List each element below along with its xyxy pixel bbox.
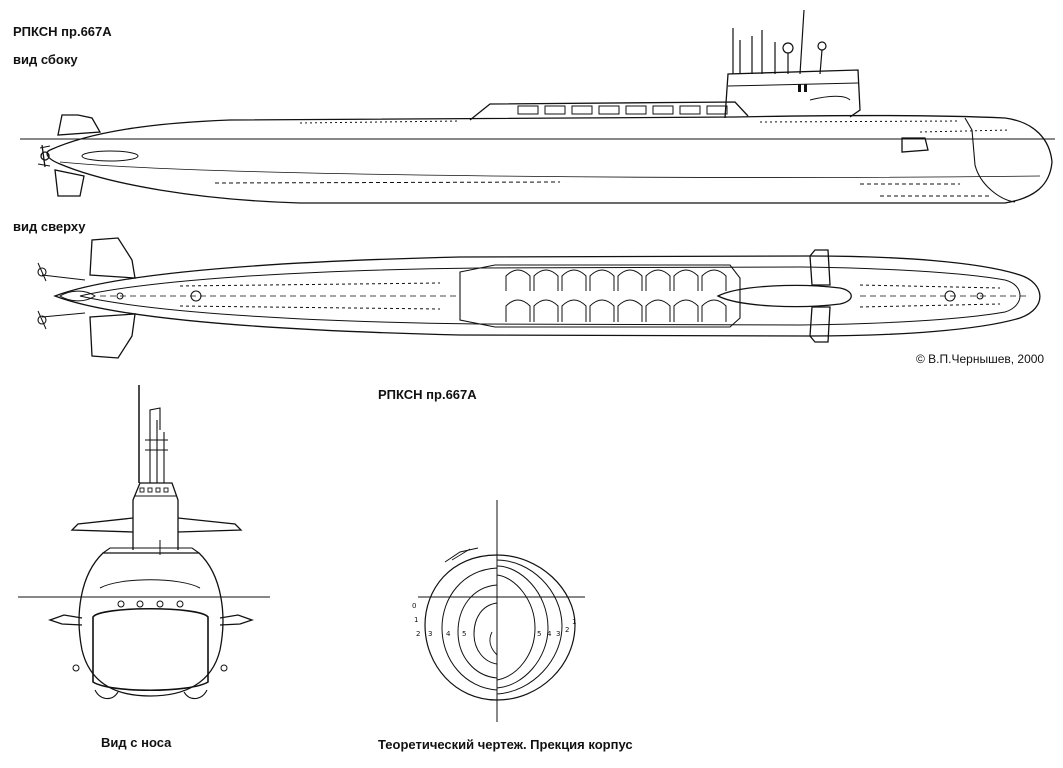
station-mark: 3 — [556, 630, 560, 638]
bow-hull-outline — [78, 552, 224, 697]
copyright-notice: © В.П.Чернышев, 2000 — [916, 352, 1045, 366]
side-view-label: вид сбоку — [13, 52, 78, 67]
missile-hatch-1 — [517, 105, 539, 115]
upper-stern-fin — [57, 114, 102, 136]
missile-hatch-5 — [625, 105, 647, 115]
missile-deck-casing — [469, 101, 749, 121]
bow-hydroplane-left — [48, 614, 83, 626]
side-hull-outline — [46, 114, 1053, 204]
fairwater-plane-starboard — [809, 306, 831, 343]
sail-plane-left — [70, 517, 134, 533]
missile-hatch-7 — [679, 105, 701, 115]
bow-plane — [901, 137, 929, 153]
bow-sail-outline — [132, 482, 179, 550]
fairwater-plane-port — [809, 249, 831, 286]
sail-plan — [716, 284, 852, 308]
station-mark: 1 — [414, 616, 418, 624]
propellers-plan — [37, 262, 86, 330]
bow-view-drawing — [18, 385, 270, 700]
drawing-title-middle: РПКСН пр.667А — [378, 387, 477, 402]
bow-view-label: Вид с носа — [101, 735, 172, 750]
station-marks-right: 5 4 3 2 1 — [537, 618, 576, 638]
sail-plane-right — [177, 517, 243, 533]
missile-hatch-4 — [598, 105, 620, 115]
stern-fin-port — [89, 237, 136, 279]
missile-hatch-6 — [652, 105, 674, 115]
propeller-hub — [40, 151, 50, 161]
bow-portholes — [117, 600, 184, 608]
top-view-label: вид сверху — [13, 219, 86, 234]
station-mark: 2 — [416, 630, 420, 638]
lower-stern-fin — [54, 169, 85, 197]
station-mark: 0 — [412, 602, 416, 610]
sail-outline — [724, 69, 861, 119]
lines-drawing-label: Теоретический чертеж. Прекция корпус — [378, 737, 633, 752]
station-mark: 2 — [565, 626, 569, 634]
missile-hatch-2 — [544, 105, 566, 115]
station-mark: 4 — [547, 630, 552, 638]
top-view-drawing — [37, 237, 1041, 359]
bow-hydroplane-right — [219, 614, 254, 626]
missile-hatch-3 — [571, 105, 593, 115]
station-mark: 5 — [537, 630, 541, 638]
missile-hatch-8 — [706, 105, 728, 115]
section-contour-1 — [424, 554, 498, 701]
missile-compartment — [459, 264, 741, 328]
station-mark: 5 — [462, 630, 466, 638]
stern-fin-starboard — [89, 313, 136, 359]
masts-group — [732, 9, 827, 75]
station-marks-left: 0 1 2 3 4 5 — [412, 602, 466, 638]
top-hull-outline — [53, 255, 1041, 337]
side-view-drawing — [20, 9, 1055, 204]
lines-drawing — [418, 500, 585, 722]
bow-inner-section — [92, 607, 209, 692]
missile-tubes — [505, 269, 727, 322]
drawing-title-top: РПКСН пр.667А — [13, 24, 112, 39]
section-contour-2 — [496, 554, 576, 701]
station-mark: 4 — [446, 630, 451, 638]
station-mark: 1 — [572, 618, 576, 626]
station-mark: 3 — [428, 630, 432, 638]
